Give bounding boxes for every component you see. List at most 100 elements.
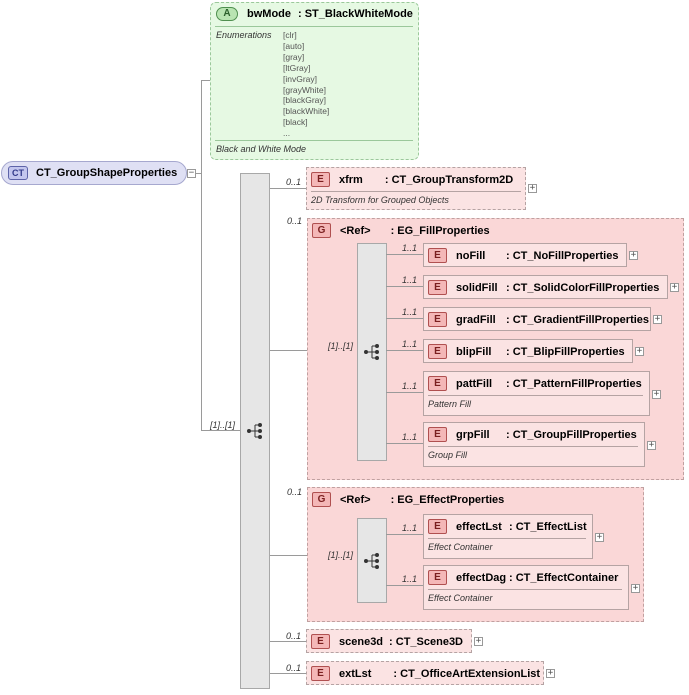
fill-group-ref: <Ref> xyxy=(340,224,371,237)
effectLst-expand-icon[interactable]: + xyxy=(595,532,604,542)
fill-group-cardinality: 0..1 xyxy=(287,216,303,226)
effectLst-name: effectLst xyxy=(456,520,502,533)
xfrm-type: : CT_GroupTransform2D xyxy=(384,173,514,186)
xfrm-element[interactable]: E xfrm : CT_GroupTransform2D 2D Transfor… xyxy=(306,167,526,210)
enumeration-value: [blackGray] xyxy=(283,95,326,106)
noFill-name: noFill xyxy=(456,249,486,262)
gradFill-type: : CT_GradientFillProperties xyxy=(506,313,650,326)
effectDag-cardinality: 1..1 xyxy=(402,574,418,584)
blipFill-name: blipFill xyxy=(456,345,492,358)
root-badge: CT xyxy=(8,166,28,180)
attribute-box[interactable]: A bwMode : ST_BlackWhiteMode Enumeration… xyxy=(210,2,419,160)
pattFill-expand-icon[interactable]: + xyxy=(652,389,661,399)
fill-sequence-cardinality: [1]..[1] xyxy=(328,341,354,351)
effectLst-badge: E xyxy=(428,519,447,534)
extlst-badge: E xyxy=(311,666,330,681)
scene3d-element[interactable]: E scene3d : CT_Scene3D xyxy=(306,629,472,653)
xfrm-expand-icon[interactable]: + xyxy=(528,183,537,193)
attribute-name: bwMode xyxy=(247,8,291,20)
blipFill-expand-icon[interactable]: + xyxy=(635,346,644,356)
effectDag-type: : CT_EffectContainer xyxy=(509,571,619,584)
noFill-cardinality: 1..1 xyxy=(402,243,418,253)
connector-pattFill xyxy=(386,392,423,393)
connector-seq-scene3d xyxy=(269,641,306,642)
effectDag-badge: E xyxy=(428,570,447,585)
enumerations-label: Enumerations xyxy=(216,30,272,40)
attribute-badge: A xyxy=(216,7,238,21)
effect-group-badge: G xyxy=(312,492,331,507)
effectDag-expand-icon[interactable]: + xyxy=(631,583,640,593)
connector-root-to-attr xyxy=(201,80,202,173)
effect-group-ref: <Ref> xyxy=(340,493,371,506)
enumeration-value: [black] xyxy=(283,117,308,128)
extlst-type: : CT_OfficeArtExtensionList xyxy=(393,667,541,680)
effectDag-description: Effect Container xyxy=(428,593,493,603)
extlst-element[interactable]: E extLst : CT_OfficeArtExtensionList xyxy=(306,661,544,685)
solidFill-expand-icon[interactable]: + xyxy=(670,282,679,292)
blipFill-cardinality: 1..1 xyxy=(402,339,418,349)
blipFill-badge: E xyxy=(428,344,447,359)
scene3d-badge: E xyxy=(311,634,330,649)
effect-sequence-cardinality: [1]..[1] xyxy=(328,550,354,560)
connector-gradFill xyxy=(386,318,423,319)
scene3d-cardinality: 0..1 xyxy=(286,631,302,641)
enumeration-value: [ltGray] xyxy=(283,62,311,73)
scene3d-name: scene3d xyxy=(339,635,384,648)
root-sequence-cardinality: [1]..[1] xyxy=(210,420,236,430)
xfrm-name: xfrm xyxy=(339,173,363,186)
enumeration-value: [blackWhite] xyxy=(283,106,330,117)
connector-solidFill xyxy=(386,286,423,287)
root-complex-type[interactable]: CT CT_GroupShapeProperties xyxy=(1,161,187,185)
solidFill-name: solidFill xyxy=(456,281,498,294)
connector-seq-effect xyxy=(269,555,308,556)
connector-to-sequence xyxy=(201,430,241,431)
solidFill-type: : CT_SolidColorFillProperties xyxy=(506,281,660,294)
gradFill-name: gradFill xyxy=(456,313,496,326)
gradFill-expand-icon[interactable]: + xyxy=(653,314,662,324)
extlst-expand-icon[interactable]: + xyxy=(546,668,555,678)
pattFill-cardinality: 1..1 xyxy=(402,381,418,391)
scene3d-expand-icon[interactable]: + xyxy=(474,636,483,646)
enumeration-value: [invGray] xyxy=(283,73,318,84)
grpFill-name: grpFill xyxy=(456,428,490,441)
grpFill-description: Group Fill xyxy=(428,450,468,460)
fill-group-type: : EG_FillProperties xyxy=(390,224,490,237)
effect-group-cardinality: 0..1 xyxy=(287,487,303,497)
enumeration-value: [grayWhite] xyxy=(283,84,326,95)
grpFill-cardinality: 1..1 xyxy=(402,432,418,442)
noFill-badge: E xyxy=(428,248,447,263)
grpFill-expand-icon[interactable]: + xyxy=(647,440,656,450)
enumeration-value: [auto] xyxy=(283,40,305,51)
enumeration-value: [clr] xyxy=(283,30,297,40)
extlst-name: extLst xyxy=(339,667,372,680)
pattFill-type: : CT_PatternFillProperties xyxy=(506,377,642,390)
pattFill-name: pattFill xyxy=(456,377,493,390)
connector-root-stub xyxy=(196,173,202,174)
gradFill-badge: E xyxy=(428,312,447,327)
extlst-cardinality: 0..1 xyxy=(286,663,302,673)
root-collapse-icon[interactable]: − xyxy=(187,168,196,178)
noFill-type: : CT_NoFillProperties xyxy=(506,249,619,262)
connector-noFill xyxy=(386,254,423,255)
sequence-icon xyxy=(247,423,262,439)
effectLst-type: : CT_EffectList xyxy=(509,520,587,533)
connector-seq-fill xyxy=(269,350,308,351)
effect-sequence-bar[interactable] xyxy=(357,518,387,603)
connector-attr-horizontal xyxy=(201,80,210,81)
connector-effectLst xyxy=(386,534,423,535)
noFill-expand-icon[interactable]: + xyxy=(629,250,638,260)
attribute-type: : ST_BlackWhiteMode xyxy=(298,8,413,20)
effectDag-name: effectDag xyxy=(456,571,507,584)
xfrm-cardinality: 0..1 xyxy=(286,177,302,187)
pattFill-description: Pattern Fill xyxy=(428,399,472,409)
connector-grpFill xyxy=(386,443,423,444)
blipFill-type: : CT_BlipFillProperties xyxy=(506,345,625,358)
